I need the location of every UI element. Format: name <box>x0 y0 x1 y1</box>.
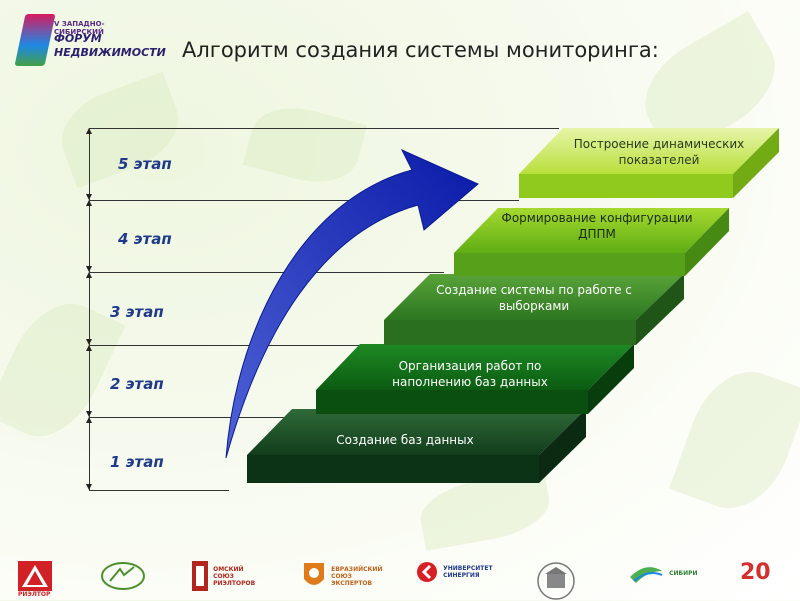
stage-label-2: 2 этап <box>110 375 164 393</box>
step-3 <box>384 274 684 345</box>
stage-label-1: 1 этап <box>110 453 164 471</box>
stage-divider <box>89 272 444 273</box>
synergy-logo-icon <box>417 562 437 582</box>
rieltor-logo-icon <box>18 561 52 591</box>
step-5-label: Построение динамических показателей <box>573 137 745 167</box>
stage-label-5: 5 этап <box>118 155 172 173</box>
step-2 <box>316 344 634 414</box>
partner-logo <box>536 561 579 601</box>
partner-logos: РИЭЛТОР ОМСКИЙ СОЮЗ РИЭЛТОРОВ ЕВРАЗИЙСКИ… <box>0 555 800 600</box>
step-5 <box>519 128 779 198</box>
partner-logo: ЕВРАЗИЙСКИЙ СОЮЗ ЭКСПЕРТОВ <box>302 561 386 591</box>
association-logo-icon <box>101 562 145 590</box>
stage-label-4: 4 этап <box>118 230 172 248</box>
partner-logo-label: СИБИРИ <box>669 569 698 577</box>
page-title: Алгоритм создания системы мониторинга: <box>182 38 659 62</box>
step-3-label: Создание системы по работе с выборками <box>436 283 632 313</box>
eurasian-union-logo-icon <box>304 563 324 585</box>
step-4 <box>454 208 729 276</box>
step-2-label: Организация работ по наполнению баз данн… <box>392 359 548 389</box>
partner-logo-label: ЕВРАЗИЙСКИЙ СОЮЗ ЭКСПЕРТОВ <box>331 565 383 587</box>
partner-logo: УНИВЕРСИТЕТ СИНЕРГИЯ <box>416 561 493 583</box>
anniversary-logo-icon: 20 <box>740 560 771 585</box>
partner-logo: СИБИРИ <box>628 561 698 585</box>
partner-logo: ОМСКИЙ СОЮЗ РИЭЛТОРОВ <box>192 561 263 591</box>
step-4-label: Формирование конфигурации ДППМ <box>501 211 693 241</box>
growth-arrow <box>225 148 479 459</box>
step-1-label: Создание баз данных <box>336 433 474 447</box>
partner-logo <box>100 561 149 591</box>
omsk-union-logo-icon <box>192 561 208 591</box>
stage-divider <box>89 417 301 418</box>
siberia-logo-icon <box>630 567 663 583</box>
partner-logo-label: УНИВЕРСИТЕТ СИНЕРГИЯ <box>443 565 493 579</box>
forum-logo-line2: НЕДВИЖИМОСТИ <box>54 46 166 59</box>
forum-logo-line1: ФОРУМ <box>54 32 102 45</box>
stage-label-3: 3 этап <box>110 303 164 321</box>
stage-scale-axis <box>89 128 90 491</box>
stage-divider <box>89 345 374 346</box>
partner-logo: РИЭЛТОР <box>18 561 55 598</box>
forum-logo: V ЗАПАДНО-СИБИРСКИЙ ФОРУМ НЕДВИЖИМОСТИ <box>10 14 166 74</box>
building-seal-logo-icon <box>537 562 575 600</box>
partner-logo: 20 <box>740 561 771 585</box>
stage-divider <box>89 200 519 201</box>
partner-logo-label: ОМСКИЙ СОЮЗ РИЭЛТОРОВ <box>213 565 256 587</box>
stage-divider <box>89 128 559 129</box>
forum-logo-subtitle: V ЗАПАДНО-СИБИРСКИЙ <box>54 20 105 36</box>
partner-logo-label: РИЭЛТОР <box>18 591 51 598</box>
stage-divider <box>89 490 229 491</box>
step-1 <box>247 409 586 483</box>
